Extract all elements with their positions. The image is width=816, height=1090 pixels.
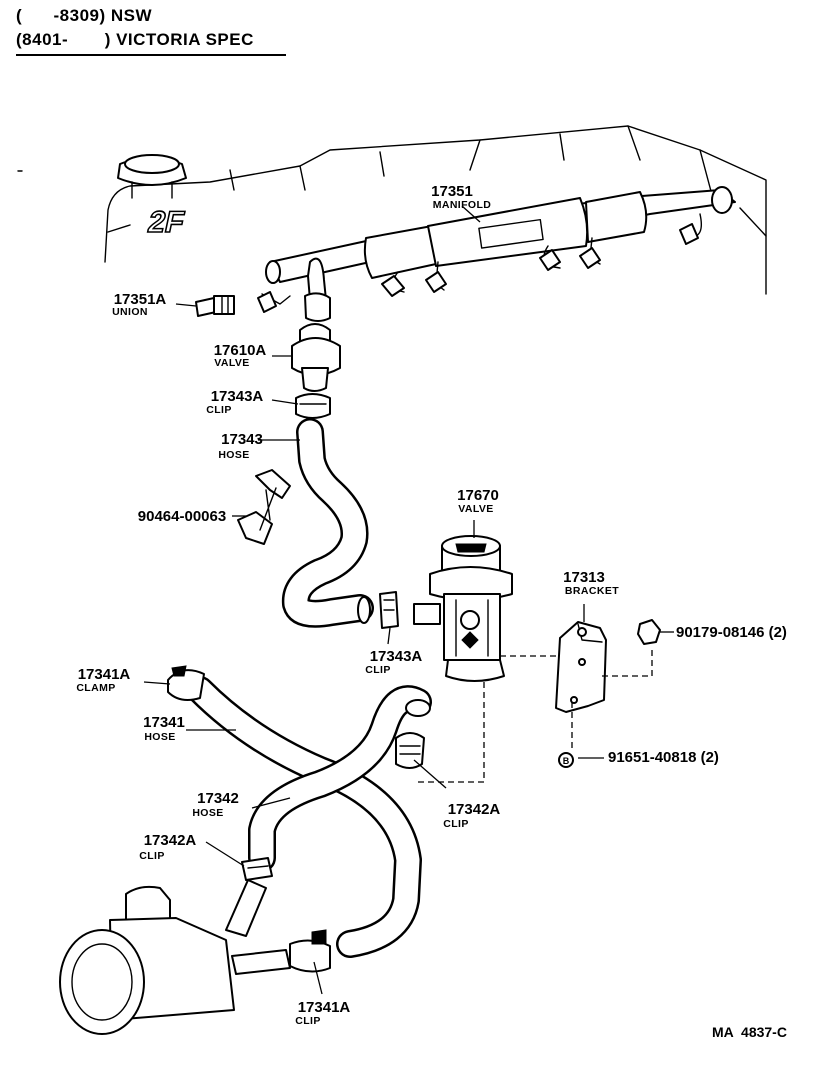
callout-clip-17342a-left: 17342A CLIP [139, 832, 196, 862]
callout-bolt: 91651-40818 (2) [608, 749, 719, 766]
part-number-nut: 90179-08146 (2) [676, 624, 787, 641]
manifold-pipe [257, 186, 736, 322]
air-valve-illustration [429, 535, 513, 682]
nut-illustration [637, 619, 661, 645]
header-underline [16, 54, 286, 56]
part-number-clip-17342a-right: 17342A [448, 801, 501, 818]
callout-hose-17343: 17343 HOSE [218, 431, 263, 461]
part-number-clip-17342a-left: 17342A [144, 832, 197, 849]
part-name-clamp-17341a: CLAMP [76, 682, 115, 694]
header-applicability-nsw: ( -8309) NSW [16, 6, 153, 25]
callout-valve-17670: 17670 VALVE [457, 487, 499, 515]
air-pump-illustration [59, 879, 331, 1035]
callout-hose-17341: 17341 HOSE [143, 714, 185, 743]
part-number-clip-mid: 17343A [370, 648, 423, 665]
clip-upper [295, 393, 331, 419]
clip-hose-valve [395, 732, 425, 769]
part-name-clip-17341a: CLIP [295, 1015, 321, 1027]
part-name-hose-17343: HOSE [218, 449, 249, 461]
bolt-illustration: B [558, 752, 574, 768]
part-number-hose-17341: 17341 [143, 714, 185, 731]
engine-badge-2f: 2F [145, 206, 187, 239]
callout-nut: 90179-08146 (2) [676, 624, 787, 641]
part-name-hose-17341: HOSE [144, 731, 175, 743]
callout-manifold: 17351 MANIFOLD [431, 183, 491, 211]
part-number-clip-17341a: 17341A [298, 999, 351, 1016]
part-number-bracket: 17313 [563, 569, 605, 586]
callout-bracket: 17313 BRACKET [563, 569, 619, 597]
hose-clamp-90464 [237, 469, 291, 545]
part-number-bolt: 91651-40818 (2) [608, 749, 719, 766]
part-number-clamp-90464: 90464-00063 [138, 508, 226, 525]
part-name-clip-upper: CLIP [206, 404, 232, 416]
part-number-valve-17670: 17670 [457, 487, 499, 504]
hose-17341 [186, 676, 422, 958]
check-valve-illustration [291, 323, 341, 392]
part-name-clip-17342a-left: CLIP [139, 850, 165, 862]
callout-clamp-90464: 90464-00063 [138, 508, 226, 525]
hose-17343 [281, 418, 374, 628]
part-name-clip-mid: CLIP [365, 664, 391, 676]
clamp-hose-top [167, 665, 205, 701]
part-number-hose-17343: 17343 [221, 431, 263, 448]
part-name-valve-17610a: VALVE [214, 357, 249, 369]
callout-clip-upper: 17343A CLIP [206, 388, 263, 416]
callout-clamp-17341a: 17341A CLAMP [76, 666, 130, 694]
clip-mid [379, 591, 441, 629]
part-number-clip-upper: 17343A [211, 388, 264, 405]
callout-union: 17351A UNION [112, 291, 166, 318]
header-applicability-victoria: (8401- ) VICTORIA SPEC [16, 30, 254, 49]
part-number-manifold: 17351 [431, 183, 473, 200]
part-name-hose-17342: HOSE [192, 807, 223, 819]
part-number-valve-17610a: 17610A [214, 342, 267, 359]
engine-cover-illustration: 2F [17, 125, 767, 295]
bracket-illustration [555, 621, 607, 713]
callout-clip-17342a-right: 17342A CLIP [443, 801, 500, 830]
callout-clip-mid: 17343A CLIP [365, 648, 422, 676]
hose-17342 [248, 685, 432, 872]
clip-hose-lower [241, 857, 273, 881]
callout-clip-17341a: 17341A CLIP [295, 999, 350, 1027]
part-number-clamp-17341a: 17341A [78, 666, 131, 683]
part-name-bracket: BRACKET [565, 585, 619, 597]
part-number-union: 17351A [114, 291, 167, 308]
part-name-valve-17670: VALVE [458, 503, 493, 515]
part-name-union: UNION [112, 306, 148, 318]
union-fitting [195, 295, 235, 317]
callout-hose-17342: 17342 HOSE [192, 790, 239, 819]
part-number-hose-17342: 17342 [197, 790, 239, 807]
document-code: MA 4837-C [712, 1024, 787, 1040]
part-name-clip-17342a-right: CLIP [443, 818, 469, 830]
leader-lines [143, 205, 674, 995]
callout-valve-17610a: 17610A VALVE [214, 342, 267, 369]
part-name-manifold: MANIFOLD [433, 199, 492, 211]
svg-text:B: B [563, 756, 570, 766]
